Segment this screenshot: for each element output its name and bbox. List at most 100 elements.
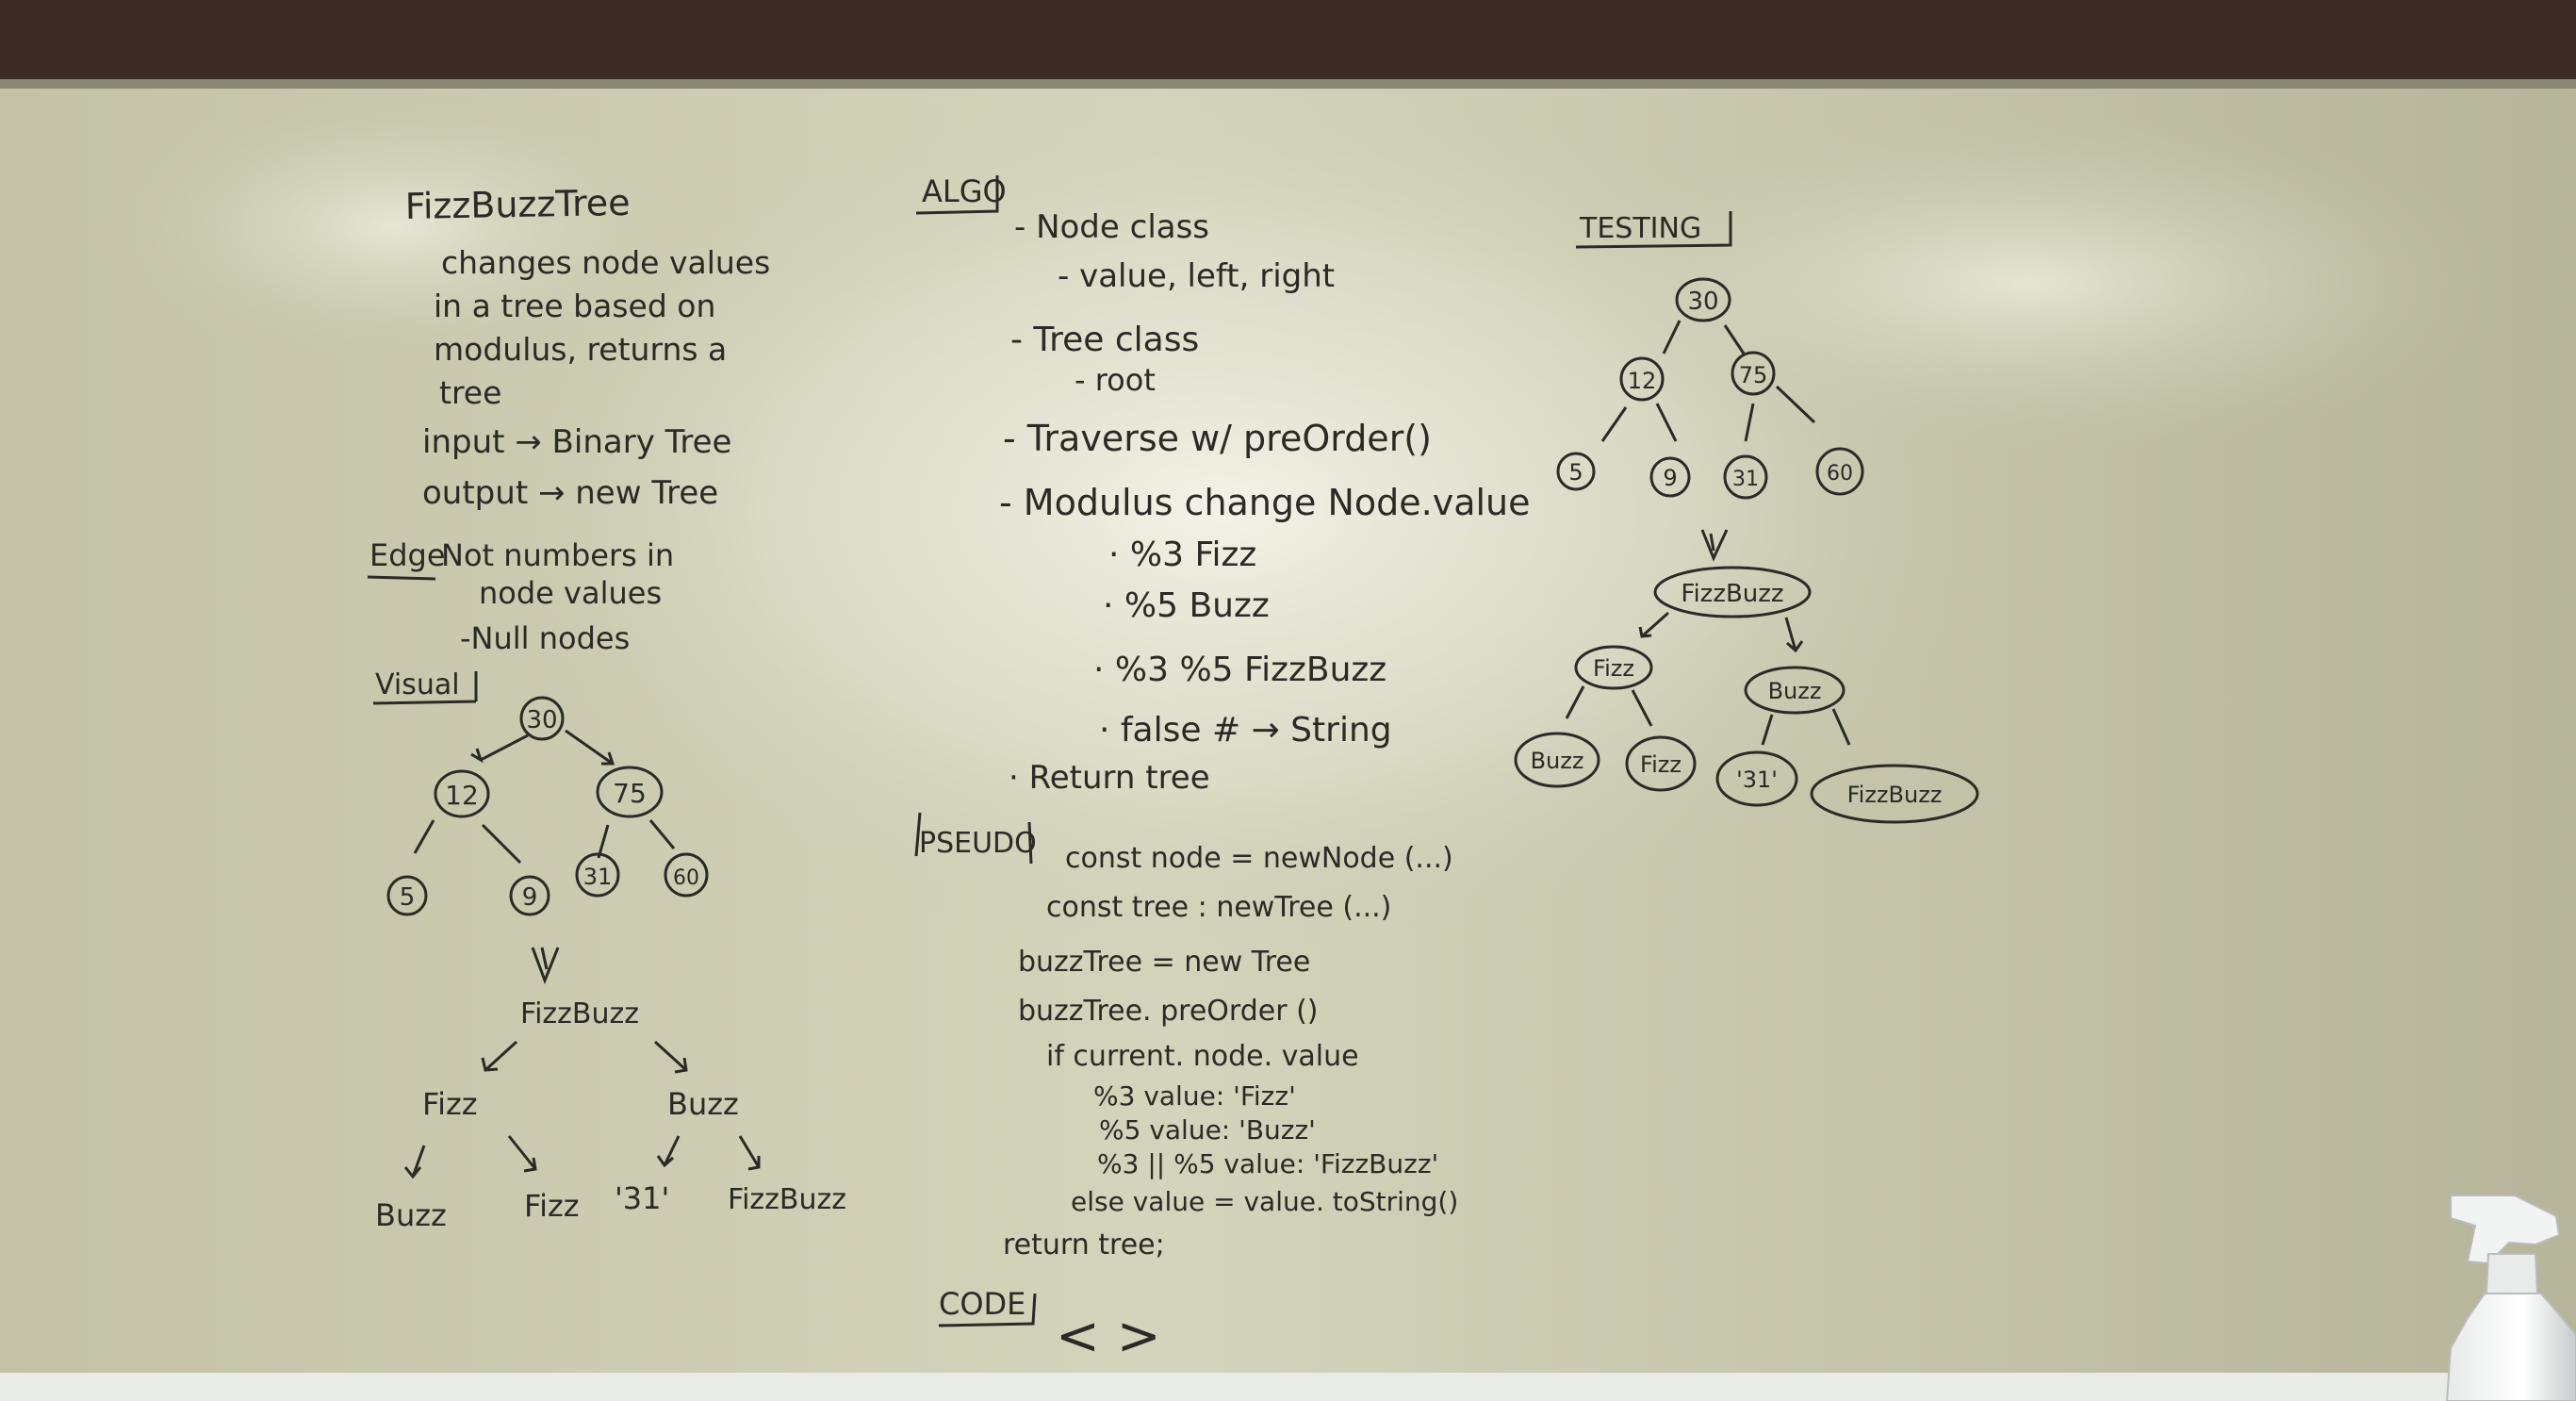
tree-edge [1831,708,1851,746]
edge-line-1: Not numbers in [441,537,674,573]
tree-node-root: FizzBuzz [520,997,639,1030]
visual-underline [372,671,478,705]
left-output-tree: FizzBuzz Fizz Buzz Buzz Fizz '31' FizzBu… [375,997,846,1233]
edge-label: Edge [369,537,446,573]
algo-line: - Node class [1014,208,1209,246]
input-line: input → Binary Tree [422,423,731,461]
pseudo-line: buzzTree. preOrder () [1018,995,1319,1028]
tree-node-ll: Buzz [1514,732,1600,788]
testing-label: TESTING [1579,212,1701,245]
tree-node-lr: 9 [1649,456,1691,498]
algo-line: - Tree class [1010,321,1199,359]
tree-node-root: 30 [519,696,565,741]
spray-bottle-neck [2485,1253,2539,1294]
testing-underline [1575,211,1732,249]
tree-edge [1761,714,1774,746]
svg-text:Buzz: Buzz [1768,678,1822,704]
svg-text:75: 75 [1739,362,1768,388]
board-top-frame [0,0,2576,85]
tree-edge [1662,320,1682,354]
pseudo-line: else value = value. toString() [1071,1186,1458,1217]
algo-line: · %3 %5 FizzBuzz [1093,651,1386,689]
svg-text:Fizz: Fizz [1640,751,1682,778]
spray-bottle-trigger [2450,1195,2561,1265]
tree-node-right: Buzz [667,1086,739,1122]
tree-node-left: 12 [1619,356,1665,402]
tree-node-root: FizzBuzz [1653,566,1812,618]
svg-text:Buzz: Buzz [1531,748,1584,774]
transform-arrow-icon [531,947,560,985]
algo-line: · false # → String [1099,711,1392,750]
visual-label: Visual [375,668,460,701]
edge-line-3: -Null nodes [460,620,630,656]
right-column: TESTING 30 12 75 5 [1514,211,1979,824]
tree-node-left: Fizz [422,1086,478,1122]
tree-edge [481,1040,518,1072]
svg-text:31: 31 [1732,468,1759,491]
board-bottom-edge [0,1373,2576,1401]
tree-node-right: 75 [596,766,664,818]
tree-node-ll: Buzz [375,1197,447,1233]
algo-line: · %5 Buzz [1103,586,1270,625]
code-underline [938,1293,1037,1327]
tree-edge [1600,406,1628,442]
tree-node-right: 75 [1731,351,1776,396]
algo-label: ALGO [922,173,1007,209]
pseudo-label: PSEUDO [919,827,1037,860]
svg-text:5: 5 [400,883,416,912]
tree-edge [738,1135,761,1171]
svg-text:75: 75 [613,778,647,809]
tree-node-left: Fizz [1574,645,1653,690]
tree-node-lr: Fizz [524,1188,580,1224]
tree-node-rr: 60 [1815,447,1864,496]
svg-text:12: 12 [1628,368,1657,394]
pseudo-line: return tree; [1003,1228,1165,1261]
tree-node-rr: 60 [664,852,709,898]
algo-line: - Traverse w/ preOrder() [1003,418,1432,459]
code-label: CODE [939,1286,1025,1322]
tree-edge [403,1145,426,1179]
pseudo-line: const node = newNode (...) [1065,842,1453,875]
edge-underline [367,575,436,581]
svg-text:60: 60 [1827,462,1853,486]
tree-node-rl: '31' [615,1180,669,1216]
tree-node-ll: 5 [1556,452,1596,491]
tree-edge [470,733,529,764]
spray-bottle-body [2445,1293,2576,1401]
svg-text:9: 9 [522,883,538,912]
tree-node-lr: Fizz [1625,735,1697,792]
svg-text:5: 5 [1568,459,1583,486]
right-input-tree: 30 12 75 5 9 31 [1556,277,1864,500]
description-line-1: changes node values [441,244,770,281]
edge-line-2: node values [479,575,662,611]
tree-edge [481,823,522,865]
tree-edge [648,819,676,849]
tree-node-rr: FizzBuzz [1810,764,1979,824]
svg-text:12: 12 [445,780,479,811]
tree-node-ll: 5 [386,875,428,916]
svg-text:31: 31 [583,864,613,890]
tree-node-rl: '31' [1715,750,1798,807]
tree-node-rr: FizzBuzz [728,1183,846,1216]
pseudo-line: %5 value: 'Buzz' [1099,1114,1316,1146]
spray-bottle [2445,1195,2576,1401]
tree-edge [1631,689,1653,727]
svg-text:'31': '31' [1736,766,1778,793]
tree-edge [507,1135,537,1173]
tree-edge [1655,403,1678,442]
svg-text:9: 9 [1663,465,1677,491]
tree-edge [1638,611,1669,638]
tree-node-rl: 31 [575,852,620,898]
tree-edge [565,729,615,766]
algo-line: · Return tree [1009,759,1210,797]
tree-edge [597,824,610,859]
middle-column: ALGO - Node class - value, left, right -… [914,173,1531,1367]
description-line-4: tree [439,374,501,411]
algo-line: - Modulus change Node.value [999,482,1531,523]
svg-text:Fizz: Fizz [1593,655,1634,682]
algo-line: - root [1075,362,1156,398]
tree-node-left: 12 [434,769,490,818]
algo-line: - value, left, right [1058,257,1335,295]
tree-edge [1723,324,1746,354]
tree-edge [1565,685,1585,719]
